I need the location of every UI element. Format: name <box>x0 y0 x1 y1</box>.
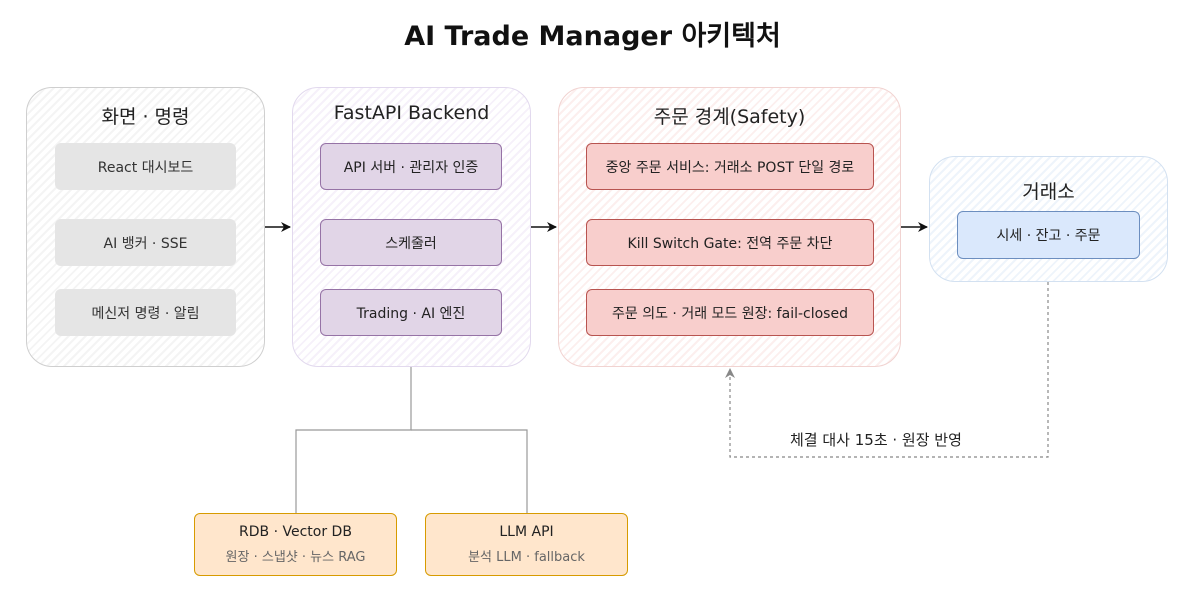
node-rdb: RDB · Vector DB 원장 · 스냅샷 · 뉴스 RAG <box>194 513 397 576</box>
node-react-dashboard: React 대시보드 <box>55 143 236 190</box>
node-exchange-api: 시세 · 잔고 · 주문 <box>957 211 1140 259</box>
group-screen-title: 화면 · 명령 <box>101 106 190 128</box>
feedback-edge-label: 체결 대사 15초 · 원장 반영 <box>786 429 966 450</box>
node-api-server: API 서버 · 관리자 인증 <box>320 143 502 190</box>
group-exchange-title: 거래소 <box>1022 181 1075 203</box>
diagram-title: AI Trade Manager 아키텍처 <box>404 21 781 52</box>
node-rdb-label: RDB · Vector DB <box>239 524 352 540</box>
node-order-ledger: 주문 의도 · 거래 모드 원장: fail-closed <box>586 289 874 336</box>
node-llm: LLM API 분석 LLM · fallback <box>425 513 628 576</box>
edge-exchange-feedback <box>725 282 1049 458</box>
node-kill-switch: Kill Switch Gate: 전역 주문 차단 <box>586 219 874 266</box>
node-messenger: 메신저 명령 · 알림 <box>55 289 236 336</box>
node-scheduler: 스케줄러 <box>320 219 502 266</box>
node-rdb-sub: 원장 · 스냅샷 · 뉴스 RAG <box>225 550 366 565</box>
edge-backend-to-llm <box>411 429 528 513</box>
node-central-order-service: 중앙 주문 서비스: 거래소 POST 단일 경로 <box>586 143 874 190</box>
edge-backend-to-storage <box>295 367 412 513</box>
node-trading-engine: Trading · AI 엔진 <box>320 289 502 336</box>
group-safety-title: 주문 경계(Safety) <box>653 106 806 128</box>
node-ai-banker: AI 뱅커 · SSE <box>55 219 236 266</box>
node-llm-label: LLM API <box>499 524 554 540</box>
node-llm-sub: 분석 LLM · fallback <box>468 550 585 565</box>
group-backend-title: FastAPI Backend <box>333 102 490 124</box>
